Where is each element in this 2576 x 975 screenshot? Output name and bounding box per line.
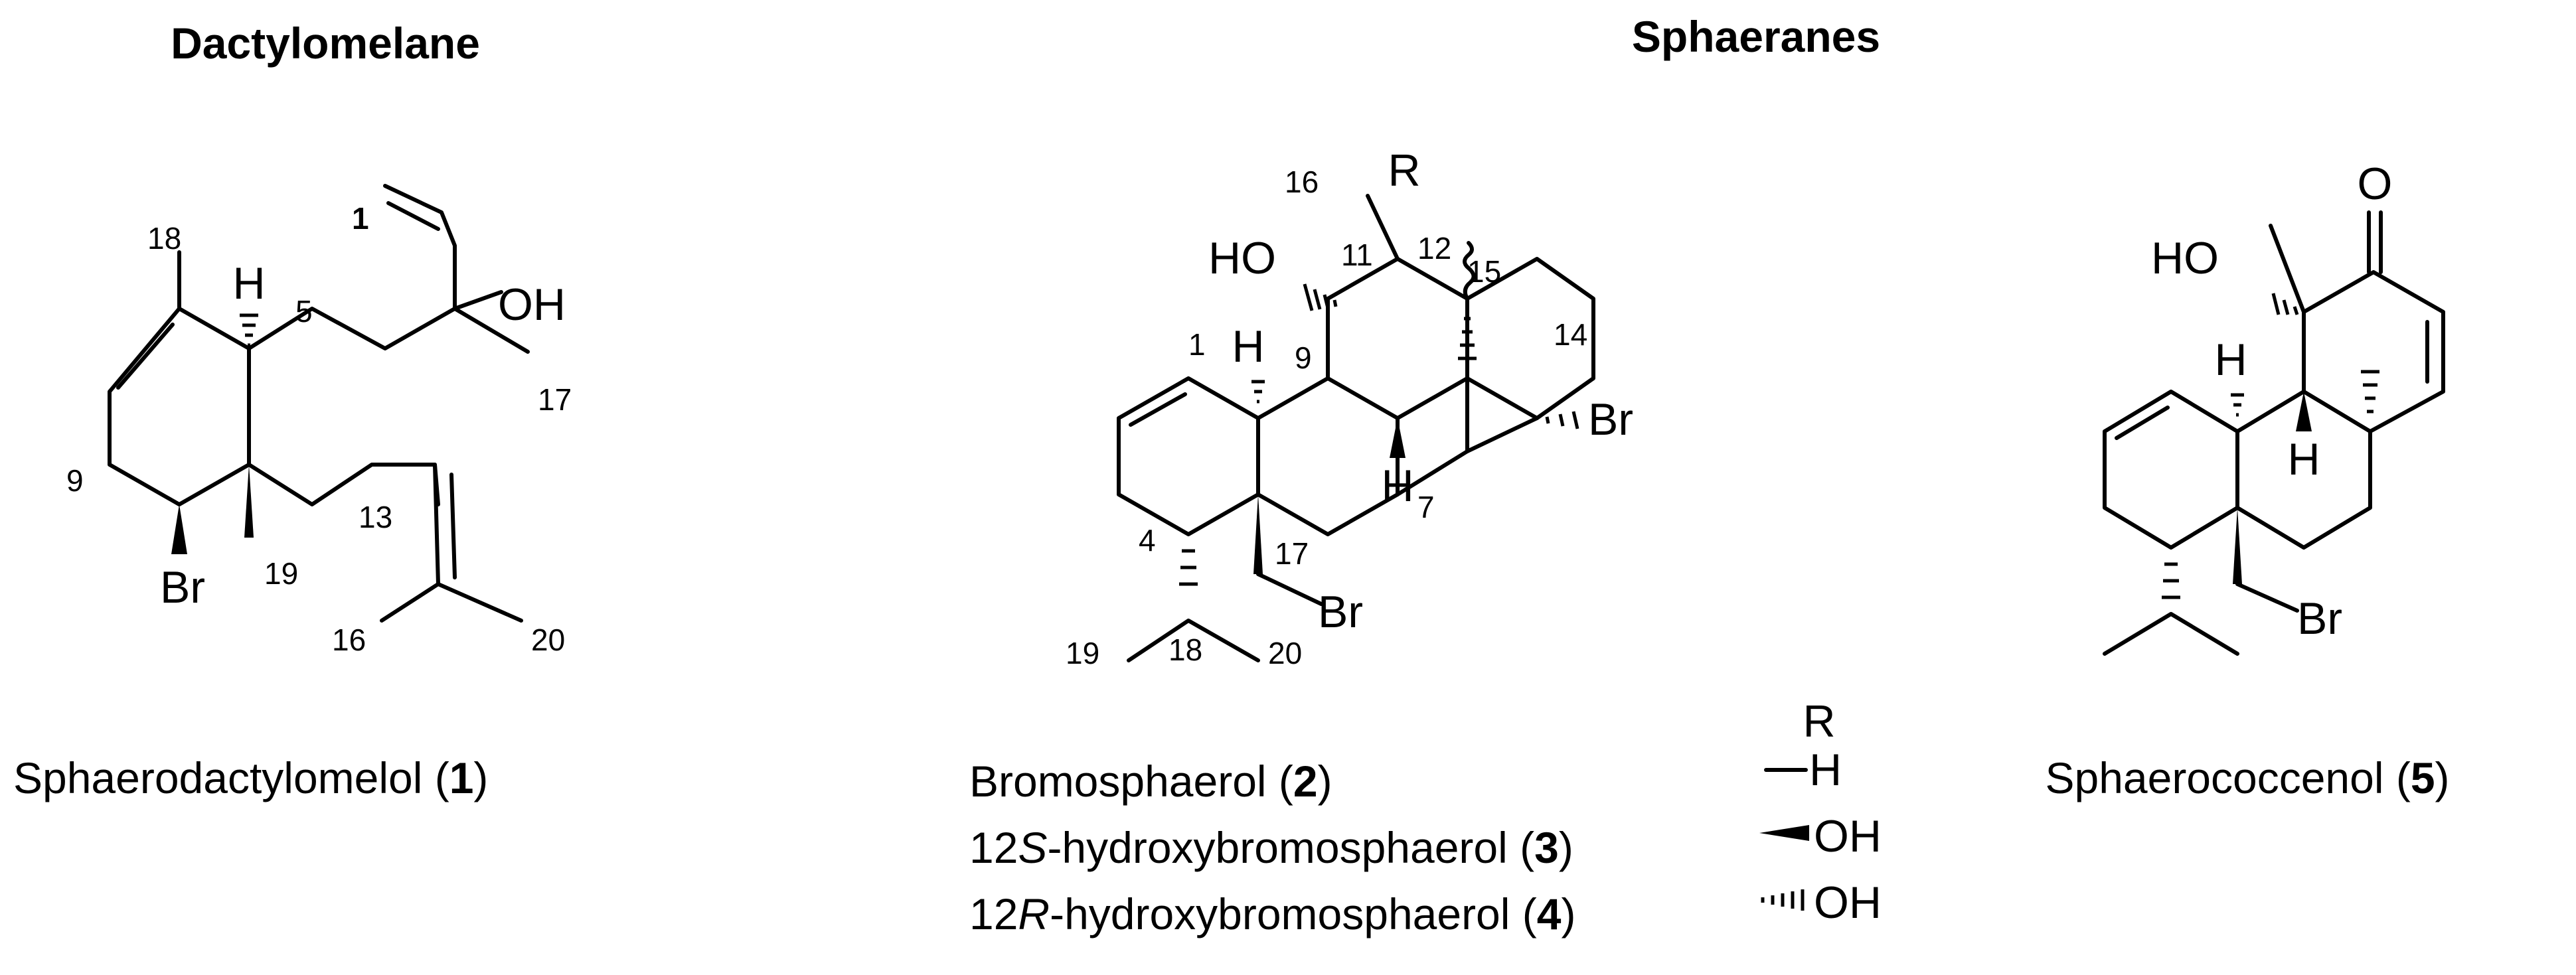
c1-wedge-br (171, 504, 187, 554)
compound1-name: Sphaerodactylomelol (1) (13, 753, 488, 802)
c1-br-atom: Br (160, 562, 205, 613)
c2-ch2br-bond (1256, 572, 1323, 606)
c2-locant-7: 7 (1417, 490, 1435, 524)
header-sphaeranes: Sphaeranes (1632, 12, 1880, 61)
c5-ch2br-bond (2235, 582, 2299, 613)
c2-locant-12: 12 (1417, 231, 1451, 265)
c2-h-bottom-atom: H (1381, 461, 1413, 511)
c2-r-wavy (1463, 241, 1476, 301)
c2-locant-1: 1 (1188, 327, 1206, 362)
compound2-structure: R HO H H Br (1066, 145, 1633, 670)
c1-ring (108, 307, 251, 506)
c1-locant-1: 1 (352, 201, 369, 236)
c2-locant-20: 20 (1268, 636, 1302, 670)
c1-oh-atom: OH (498, 279, 566, 330)
c2-locant-19: 19 (1066, 636, 1099, 670)
c5-ring-a (2103, 390, 2239, 550)
legend-group-2: H (1809, 745, 1842, 795)
c2-locant-15: 15 (1467, 254, 1501, 289)
c5-wedge-h-bottom (2296, 392, 2312, 431)
c2-locant-9: 9 (1295, 340, 1312, 375)
c5-o-atom: O (2358, 159, 2393, 209)
c1-wedge-19 (244, 465, 254, 538)
c5-br-atom: Br (2297, 593, 2342, 644)
legend-group-4: OH (1814, 877, 1882, 928)
c5-ring-b (2235, 390, 2372, 550)
c5-methyl-11 (2269, 224, 2306, 314)
c2-methyl-16 (1366, 194, 1400, 261)
c5-isopropyl (2103, 612, 2239, 656)
c5-hashed-methyl (2361, 370, 2379, 413)
c1-prenyl-double-a (433, 463, 440, 586)
c1-locant-20: 20 (531, 623, 565, 657)
c2-hashed-c4 (1179, 549, 1198, 586)
c2-ho-atom: HO (1208, 233, 1276, 283)
c5-h-bottom-atom: H (2287, 434, 2320, 485)
c2-locant-14: 14 (1554, 317, 1587, 352)
c1-methyl-17 (453, 307, 530, 354)
c5-hashed-h-top (2231, 393, 2244, 417)
c1-locant-17: 17 (538, 382, 572, 417)
c5-wedge-ch2 (2233, 508, 2242, 584)
r-legend: R Bromosphaerol (2) H 12S-hydroxybromosp… (969, 696, 1882, 938)
legend-wedge-bond (1759, 825, 1809, 841)
c2-locant-18: 18 (1168, 633, 1202, 667)
c5-hashed-c4 (2162, 562, 2180, 599)
compound5-name: Sphaerococcenol (5) (2045, 753, 2449, 802)
header-dactylomelane: Dactylomelane (171, 19, 480, 68)
legend-group-3: OH (1814, 811, 1882, 862)
c1-vinyl-double (386, 201, 440, 231)
c2-locant-16: 16 (1285, 165, 1319, 199)
c1-locant-5: 5 (295, 294, 313, 329)
c2-br-ring-atom: Br (1588, 394, 1633, 445)
c1-prenyl-double-b (449, 473, 457, 579)
c2-wedge-17 (1253, 494, 1263, 574)
c2-ring-e-b (1465, 416, 1539, 453)
c2-hashed-methyl-15 (1458, 317, 1477, 360)
c2-wedge-h-bottom (1390, 418, 1406, 458)
c1-locant-9: 9 (66, 463, 84, 498)
c2-ring-d (1465, 257, 1595, 420)
c2-r-atom: R (1388, 145, 1420, 196)
legend-r-header: R (1803, 696, 1835, 747)
c1-hashed-h-bond (240, 313, 258, 347)
compound1-structure: H OH Br 1 5 9 13 16 17 18 19 20 (66, 184, 572, 657)
c1-oh-bond (453, 290, 503, 311)
c2-locant-4: 4 (1139, 523, 1156, 558)
c2-ring-b (1256, 376, 1400, 536)
c2-br-ch2-atom: Br (1318, 587, 1363, 637)
c2-hashed-br-bond (1545, 411, 1579, 429)
c2-ring-a (1117, 376, 1260, 536)
c1-methyl-16 (380, 582, 440, 623)
c2-hashed-ho-bond (1303, 283, 1338, 311)
c5-ring-a-double (2115, 406, 2170, 440)
c1-h-atom: H (232, 258, 265, 309)
c2-ring-a-double (1129, 392, 1187, 427)
c1-methyl-20 (436, 582, 523, 623)
legend-entry-4: 12R-hydroxybromosphaerol (4) (969, 889, 1575, 938)
c1-locant-18: 18 (147, 221, 181, 256)
legend-entry-2: Bromosphaerol (2) (969, 757, 1332, 806)
c2-ring-c (1326, 257, 1469, 420)
c2-h-top-atom: H (1232, 321, 1264, 372)
compound5-structure: O HO H H Br (2103, 159, 2445, 656)
c1-locant-16: 16 (332, 623, 366, 657)
c1-locant-13: 13 (359, 500, 392, 534)
legend-entry-3: 12S-hydroxybromosphaerol (3) (969, 823, 1573, 872)
c5-h-top-atom: H (2214, 335, 2247, 385)
c2-isopropyl (1127, 619, 1260, 662)
c5-ho-atom: HO (2151, 233, 2219, 283)
c2-locant-11: 11 (1341, 238, 1373, 272)
c2-hashed-h-top (1251, 380, 1265, 404)
c1-chain-c13 (247, 463, 440, 506)
legend-hashed-bond (1761, 889, 1805, 911)
c1-locant-19: 19 (264, 556, 298, 591)
c1-ring-double (116, 323, 175, 390)
c5-ring-c (2302, 270, 2445, 433)
c2-locant-17: 17 (1275, 536, 1309, 571)
c5-hashed-ho-bond (2271, 293, 2299, 315)
